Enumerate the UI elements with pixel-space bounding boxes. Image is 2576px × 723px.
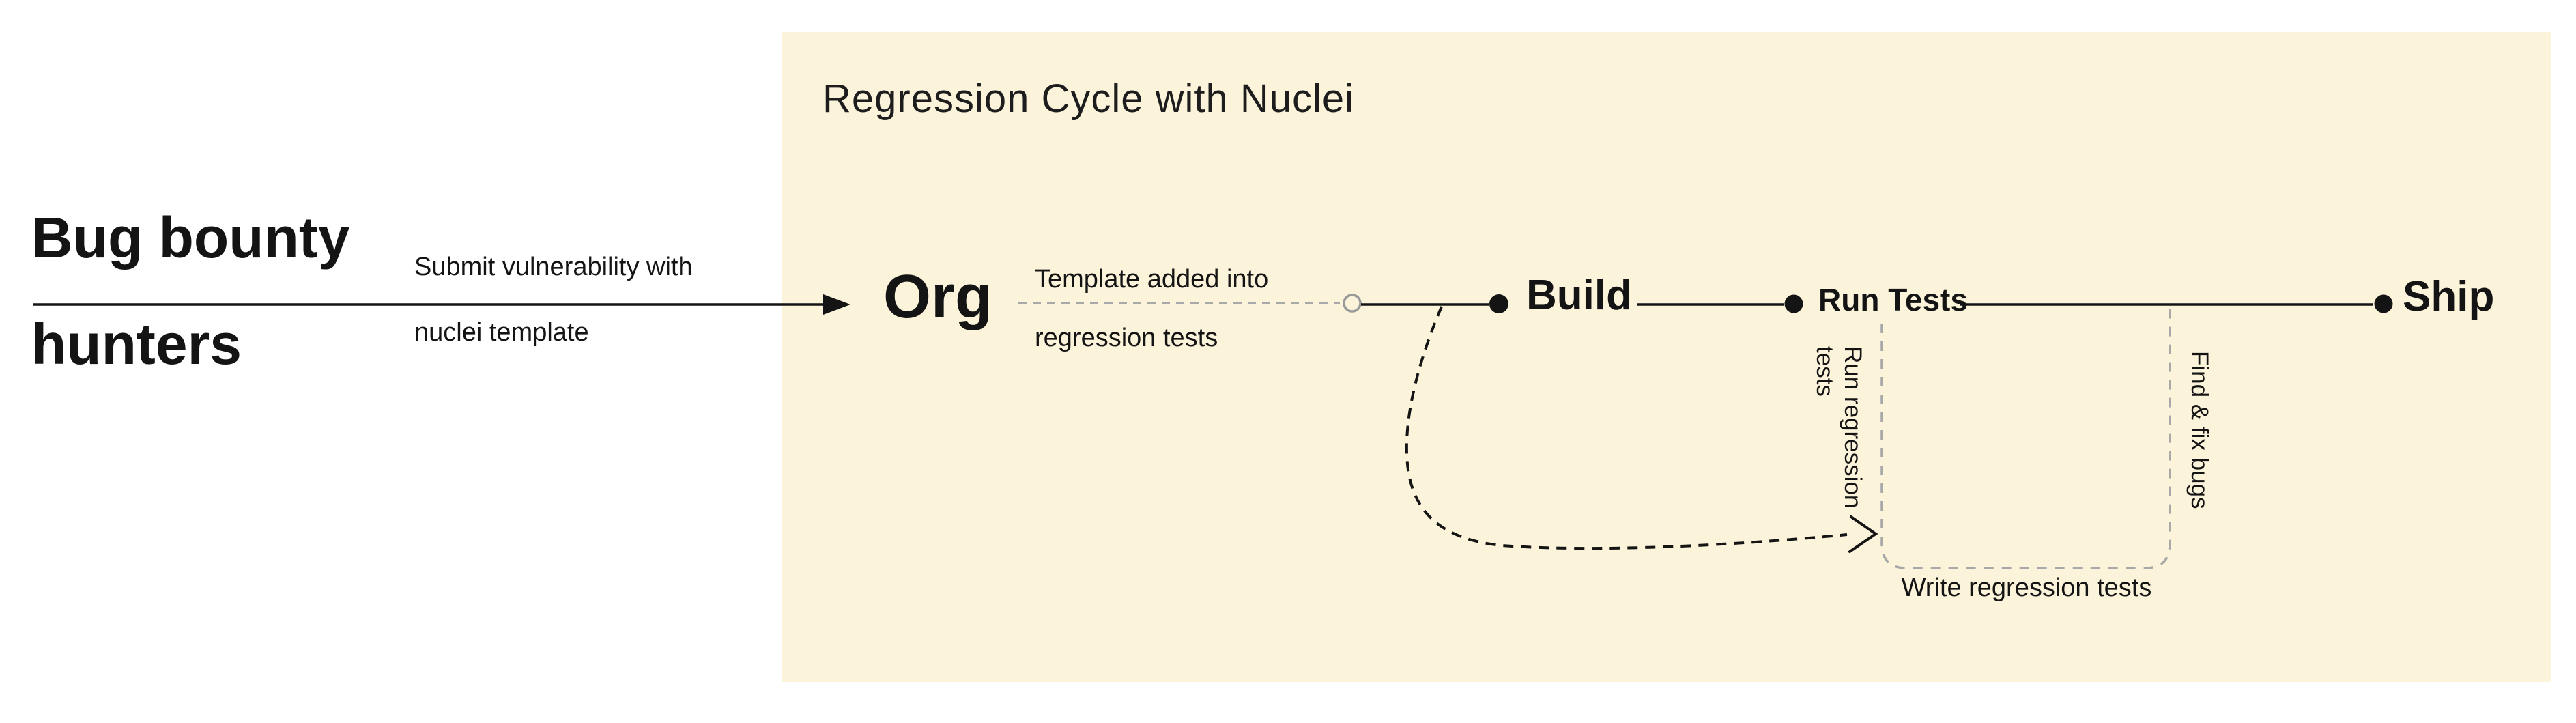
merge-open-circle-icon (1343, 294, 1362, 313)
feedback-loop-dashed-curve (1405, 306, 1848, 550)
write-regression-tests-label: Write regression tests (1901, 573, 2152, 602)
template-added-label-line1: Template added into (1035, 265, 1269, 294)
feedback-arrow-head-icon (1848, 515, 1878, 553)
actor-label-line1: Bug bounty (31, 205, 350, 270)
actor-label-line2: hunters (31, 312, 242, 376)
ship-node-dot-icon (2374, 294, 2393, 313)
node-label-run-tests: Run Tests (1818, 282, 1968, 317)
run-regression-tests-label: Run regression tests (1812, 346, 1866, 509)
regression-cycle-panel (782, 32, 2551, 682)
node-label-org: Org (883, 263, 993, 331)
submit-arrow-label-line1: Submit vulnerability with (414, 253, 693, 281)
find-fix-bugs-label: Find & fix bugs (2186, 351, 2213, 509)
actor-arrow-head-icon (823, 294, 850, 315)
panel-title: Regression Cycle with Nuclei (822, 76, 1355, 121)
run-tests-node-dot-icon (1784, 294, 1803, 313)
submit-arrow-label-line2: nuclei template (414, 318, 589, 347)
write-tests-bracket-dashed (1880, 309, 2171, 569)
node-label-ship: Ship (2403, 273, 2495, 320)
template-added-label-line2: regression tests (1035, 324, 1218, 352)
node-label-build: Build (1526, 272, 1632, 319)
build-node-dot-icon (1489, 294, 1508, 313)
